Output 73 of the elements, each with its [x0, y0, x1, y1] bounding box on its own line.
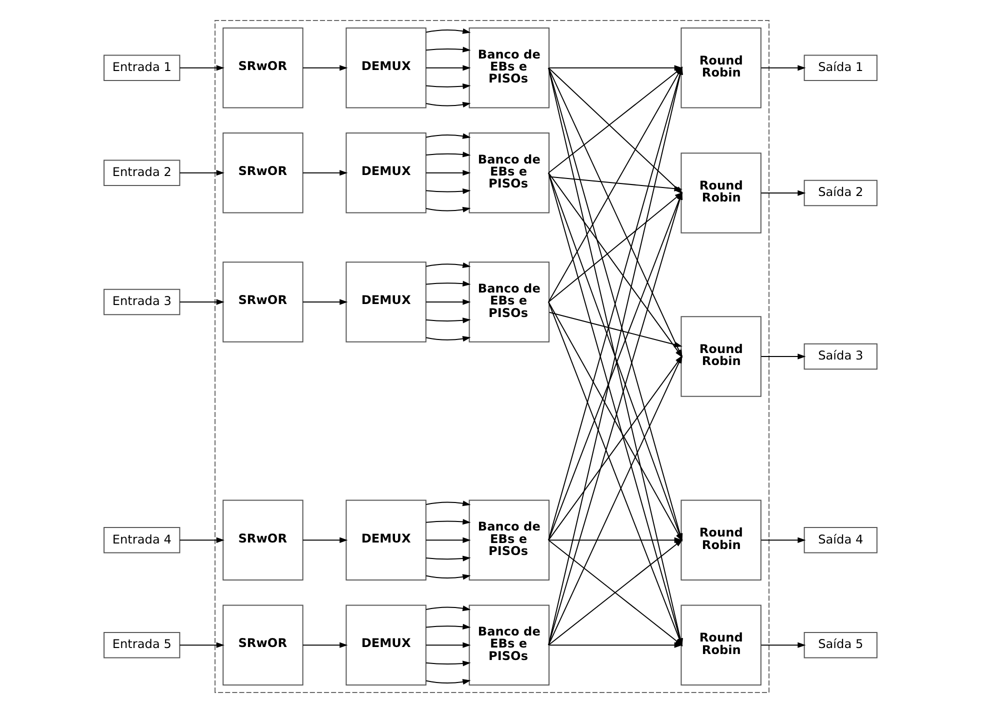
- node-box: Banco de EBs e PISOs: [468, 132, 550, 214]
- arrow: [180, 299, 224, 305]
- arrow: [426, 28, 471, 34]
- arrow: [426, 318, 471, 324]
- arrow: [180, 65, 224, 71]
- arrow: [426, 46, 471, 52]
- node-box: Round Robin: [680, 500, 762, 580]
- arrow: [302, 537, 348, 543]
- node-box: Entrada 5: [104, 632, 180, 658]
- arrow: [302, 170, 348, 176]
- arrow: [180, 170, 224, 176]
- node-box: Round Robin: [680, 604, 762, 686]
- node-box: Saída 2: [804, 180, 878, 206]
- arrow: [180, 537, 224, 543]
- arrow: [302, 642, 348, 648]
- arrow: [761, 190, 806, 196]
- node-box: Round Robin: [680, 28, 762, 108]
- arrow: [302, 299, 348, 305]
- node-box: Saída 1: [804, 54, 878, 82]
- node-box: Entrada 3: [104, 288, 180, 316]
- arrow: [426, 518, 471, 525]
- arrow: [549, 176, 682, 192]
- arrow: [426, 65, 471, 71]
- arrow: [302, 65, 348, 71]
- node-box: SRwOR: [222, 28, 304, 108]
- node-box: DEMUX: [346, 262, 426, 342]
- node-box: DEMUX: [346, 132, 426, 214]
- node-box: SRwOR: [222, 604, 304, 686]
- node-box: Saída 5: [804, 632, 878, 658]
- arrow: [426, 537, 471, 543]
- arrow: [426, 336, 471, 342]
- arrow: [426, 206, 471, 212]
- arrow: [426, 500, 471, 506]
- node-box: DEMUX: [346, 28, 426, 108]
- node-box: Entrada 4: [104, 527, 180, 554]
- node-box: Banco de EBs e PISOs: [468, 262, 550, 342]
- node-box: SRwOR: [222, 500, 304, 580]
- arrow: [426, 280, 471, 286]
- arrow: [426, 556, 471, 562]
- node-box: SRwOR: [222, 262, 304, 342]
- arrow: [550, 642, 682, 648]
- arrow: [180, 642, 224, 648]
- arrow: [426, 170, 471, 176]
- arrow: [761, 354, 806, 360]
- arrow: [426, 642, 471, 648]
- arrow: [761, 65, 806, 71]
- node-box: Banco de EBs e PISOs: [468, 500, 550, 580]
- node-box: Saída 4: [804, 527, 878, 554]
- arrow: [426, 679, 471, 685]
- node-box: SRwOR: [222, 132, 304, 214]
- arrow: [549, 312, 682, 348]
- node-box: Entrada 2: [104, 160, 180, 186]
- arrow: [761, 537, 806, 543]
- node-box: Round Robin: [680, 316, 762, 397]
- arrow: [426, 83, 471, 90]
- node-box: Round Robin: [680, 152, 762, 234]
- arrow: [426, 574, 471, 580]
- arrow: [426, 299, 471, 305]
- arrow: [426, 133, 471, 139]
- node-box: DEMUX: [346, 500, 426, 580]
- arrow: [426, 606, 471, 612]
- node-box: Saída 3: [804, 343, 878, 370]
- arrow: [761, 642, 806, 648]
- arrow: [426, 102, 471, 108]
- node-box: Banco de EBs e PISOs: [468, 28, 550, 108]
- arrow: [426, 624, 471, 630]
- arrow: [426, 262, 471, 268]
- node-box: Entrada 1: [104, 54, 180, 82]
- arrow: [426, 188, 471, 194]
- node-box: Banco de EBs e PISOs: [468, 604, 550, 686]
- node-box: DEMUX: [346, 604, 426, 686]
- arrow: [426, 152, 471, 158]
- arrow: [426, 660, 471, 666]
